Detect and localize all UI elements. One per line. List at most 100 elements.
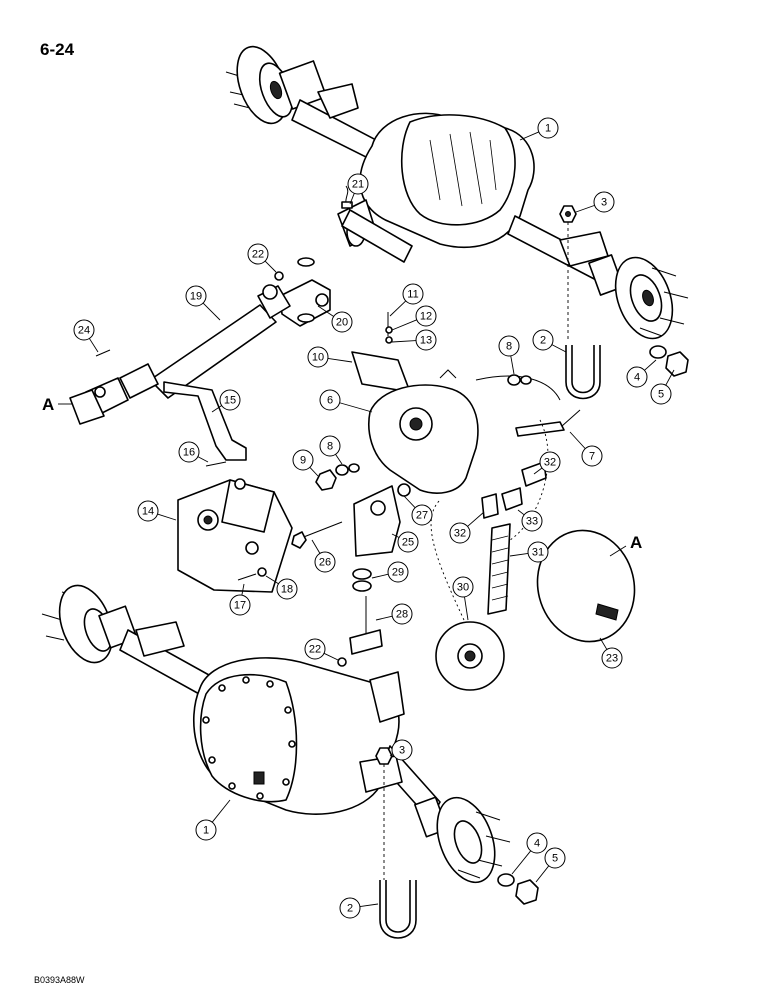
wheel-nut-bottom bbox=[515, 879, 539, 905]
callout-22: 22 bbox=[304, 638, 339, 661]
carriage-bolt-7 bbox=[515, 421, 565, 437]
callout-20: 20 bbox=[317, 305, 353, 333]
callout-bubble bbox=[247, 243, 269, 265]
callout-13: 13 bbox=[391, 329, 437, 351]
callout-bubble bbox=[539, 451, 561, 473]
top-axle-left-hub bbox=[225, 45, 328, 125]
idler-pivot bbox=[370, 500, 386, 516]
callout-32: 32 bbox=[533, 451, 561, 475]
callout-bubble bbox=[387, 561, 409, 583]
callout-leader-line bbox=[88, 338, 99, 353]
callout-number: 9 bbox=[300, 455, 306, 467]
bottom-axle-assembly bbox=[41, 584, 511, 884]
callout-number: 15 bbox=[224, 395, 236, 407]
callout-11: 11 bbox=[389, 283, 424, 317]
callout-number: 10 bbox=[312, 352, 324, 364]
callout-number: 32 bbox=[544, 457, 556, 469]
callout-leader-line bbox=[311, 539, 321, 554]
callout-bubble bbox=[339, 897, 361, 919]
callout-bubble bbox=[137, 500, 159, 522]
callout-number: 14 bbox=[142, 506, 154, 518]
callout-leader-line bbox=[309, 466, 319, 477]
callout-number: 5 bbox=[552, 853, 558, 865]
callout-number: 6 bbox=[327, 395, 333, 407]
u-bolt-bottom bbox=[379, 880, 417, 939]
callout-leader-line bbox=[323, 652, 339, 661]
top-axle-left-spring-seat bbox=[317, 83, 359, 119]
callout-number: 2 bbox=[347, 903, 353, 915]
callout-18: 18 bbox=[265, 575, 298, 600]
callout-number: 8 bbox=[506, 341, 512, 353]
callout-leader-line bbox=[371, 573, 389, 579]
callout-leader-line bbox=[389, 300, 407, 317]
callout-leader-line bbox=[349, 193, 355, 205]
callout-leader-line bbox=[327, 358, 353, 363]
grease-fitting-lower bbox=[337, 657, 347, 667]
bottom-axle-differential-housing bbox=[193, 657, 405, 815]
callout-leader-line bbox=[551, 344, 567, 353]
callout-number: 31 bbox=[532, 547, 544, 559]
callout-bubble bbox=[449, 522, 471, 544]
callout-bubble bbox=[391, 739, 413, 761]
roll-pin bbox=[205, 461, 227, 467]
bottom-axle-left-spring-seat bbox=[135, 621, 185, 657]
callout-24: 24 bbox=[73, 319, 99, 353]
callout-leader-line bbox=[211, 405, 222, 413]
callout-number: 12 bbox=[420, 311, 432, 323]
callout-number: 23 bbox=[606, 653, 618, 665]
callout-bubble bbox=[195, 819, 217, 841]
sprocket bbox=[435, 621, 505, 691]
callout-leader-line bbox=[517, 509, 525, 516]
callout-leader-line bbox=[335, 454, 343, 465]
callout-bubble bbox=[319, 435, 341, 457]
washer-top bbox=[649, 345, 667, 359]
callout-number: 18 bbox=[281, 584, 293, 596]
callout-30: 30 bbox=[452, 576, 474, 621]
callout-number: 28 bbox=[396, 609, 408, 621]
top-axle-right-hub bbox=[588, 254, 689, 340]
callout-number: 17 bbox=[234, 600, 246, 612]
callout-number: 30 bbox=[457, 582, 469, 594]
callout-bubble bbox=[319, 389, 341, 411]
yoke bbox=[279, 257, 331, 327]
callout-6: 6 bbox=[319, 389, 373, 413]
callout-bubble bbox=[331, 311, 353, 333]
top-axle-differential-housing bbox=[337, 112, 535, 263]
callout-leader-line bbox=[403, 495, 416, 509]
callout-bubble bbox=[415, 305, 437, 327]
callout-2: 2 bbox=[339, 897, 379, 919]
callout-number: 11 bbox=[407, 289, 418, 301]
callout-32: 32 bbox=[449, 511, 485, 544]
callout-bubble bbox=[397, 531, 419, 553]
nut-bottom bbox=[375, 747, 393, 765]
callout-number: 4 bbox=[534, 838, 540, 850]
callout-leader-line bbox=[157, 513, 177, 521]
callout-bubble bbox=[415, 329, 437, 351]
callout-33: 33 bbox=[517, 509, 543, 532]
callout-leader-line bbox=[265, 575, 279, 585]
callout-8: 8 bbox=[498, 335, 520, 375]
callout-28: 28 bbox=[375, 603, 413, 625]
callout-number: 1 bbox=[203, 825, 209, 837]
callout-9: 9 bbox=[292, 449, 319, 477]
washer-8-left bbox=[335, 464, 349, 476]
callout-bubble bbox=[452, 576, 474, 598]
callout-29: 29 bbox=[371, 561, 409, 583]
u-bolt-top bbox=[565, 345, 601, 400]
callout-16: 16 bbox=[178, 441, 209, 463]
callout-7: 7 bbox=[569, 431, 603, 467]
callout-bubble bbox=[544, 847, 566, 869]
callout-number: 3 bbox=[601, 197, 607, 209]
callout-bubble bbox=[391, 603, 413, 625]
callout-3: 3 bbox=[575, 191, 615, 213]
callout-2: 2 bbox=[532, 329, 567, 353]
continuation-mark-left: A bbox=[42, 395, 54, 414]
callout-leader-line bbox=[533, 467, 543, 475]
callout-number: 2 bbox=[540, 335, 546, 347]
callout-4: 4 bbox=[626, 359, 657, 388]
callout-12: 12 bbox=[391, 305, 437, 331]
drive-chain bbox=[487, 523, 511, 615]
callout-leader-line bbox=[467, 511, 485, 527]
callout-bubble bbox=[292, 449, 314, 471]
